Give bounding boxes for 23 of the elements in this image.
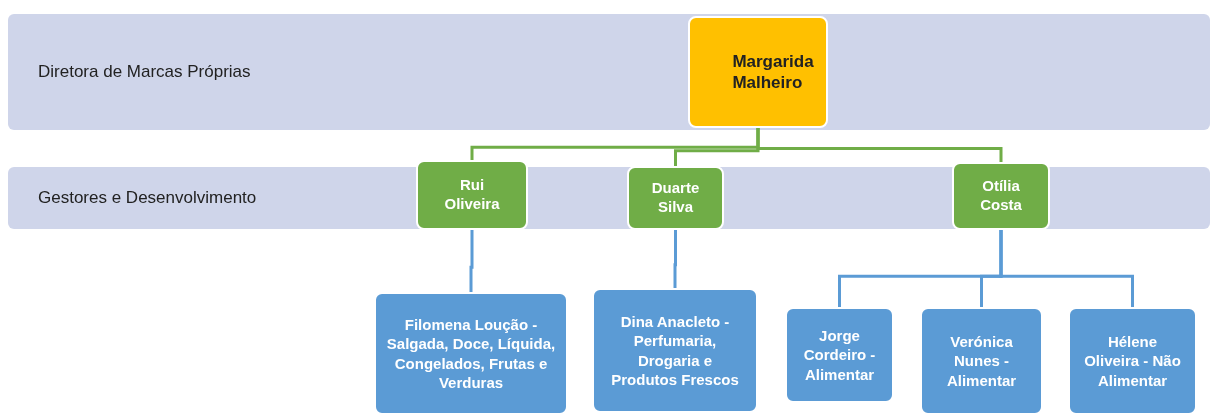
director-box [688, 16, 828, 128]
staff-box [1068, 307, 1197, 415]
box-label: Margarida Malheiro [731, 50, 814, 94]
staff-box [592, 288, 758, 413]
box-label: Verónica Nunes - Alimentar [945, 331, 1018, 391]
connector-line [469, 230, 474, 292]
staff-box [785, 307, 894, 403]
band-label: Diretora de Marcas Próprias [37, 62, 251, 82]
connector-line [999, 230, 1134, 307]
staff-box [920, 307, 1043, 415]
box-label: Otília Costa [979, 177, 1023, 215]
connector-line [673, 230, 677, 288]
box-label: Dina Anacleto - Perfumaria, Drogaria e Produtos Frescos [610, 311, 740, 390]
box-label: Jorge Cordeiro - Alimentar [802, 325, 877, 385]
band-label: Gestores e Desenvolvimento [37, 188, 257, 208]
box-label: Hélene Oliveira - Não Alimentar [1083, 331, 1182, 391]
box-label: Duarte Silva [650, 179, 701, 217]
box-label: Filomena Loução - Salgada, Doce, Líquida, Congelados, Frutas e Verduras [386, 314, 556, 393]
manager-box [416, 160, 528, 230]
box-label: Rui Oliveira [443, 176, 501, 214]
staff-box [374, 292, 568, 415]
band-panel [8, 14, 1210, 130]
connector-line [756, 128, 1003, 162]
